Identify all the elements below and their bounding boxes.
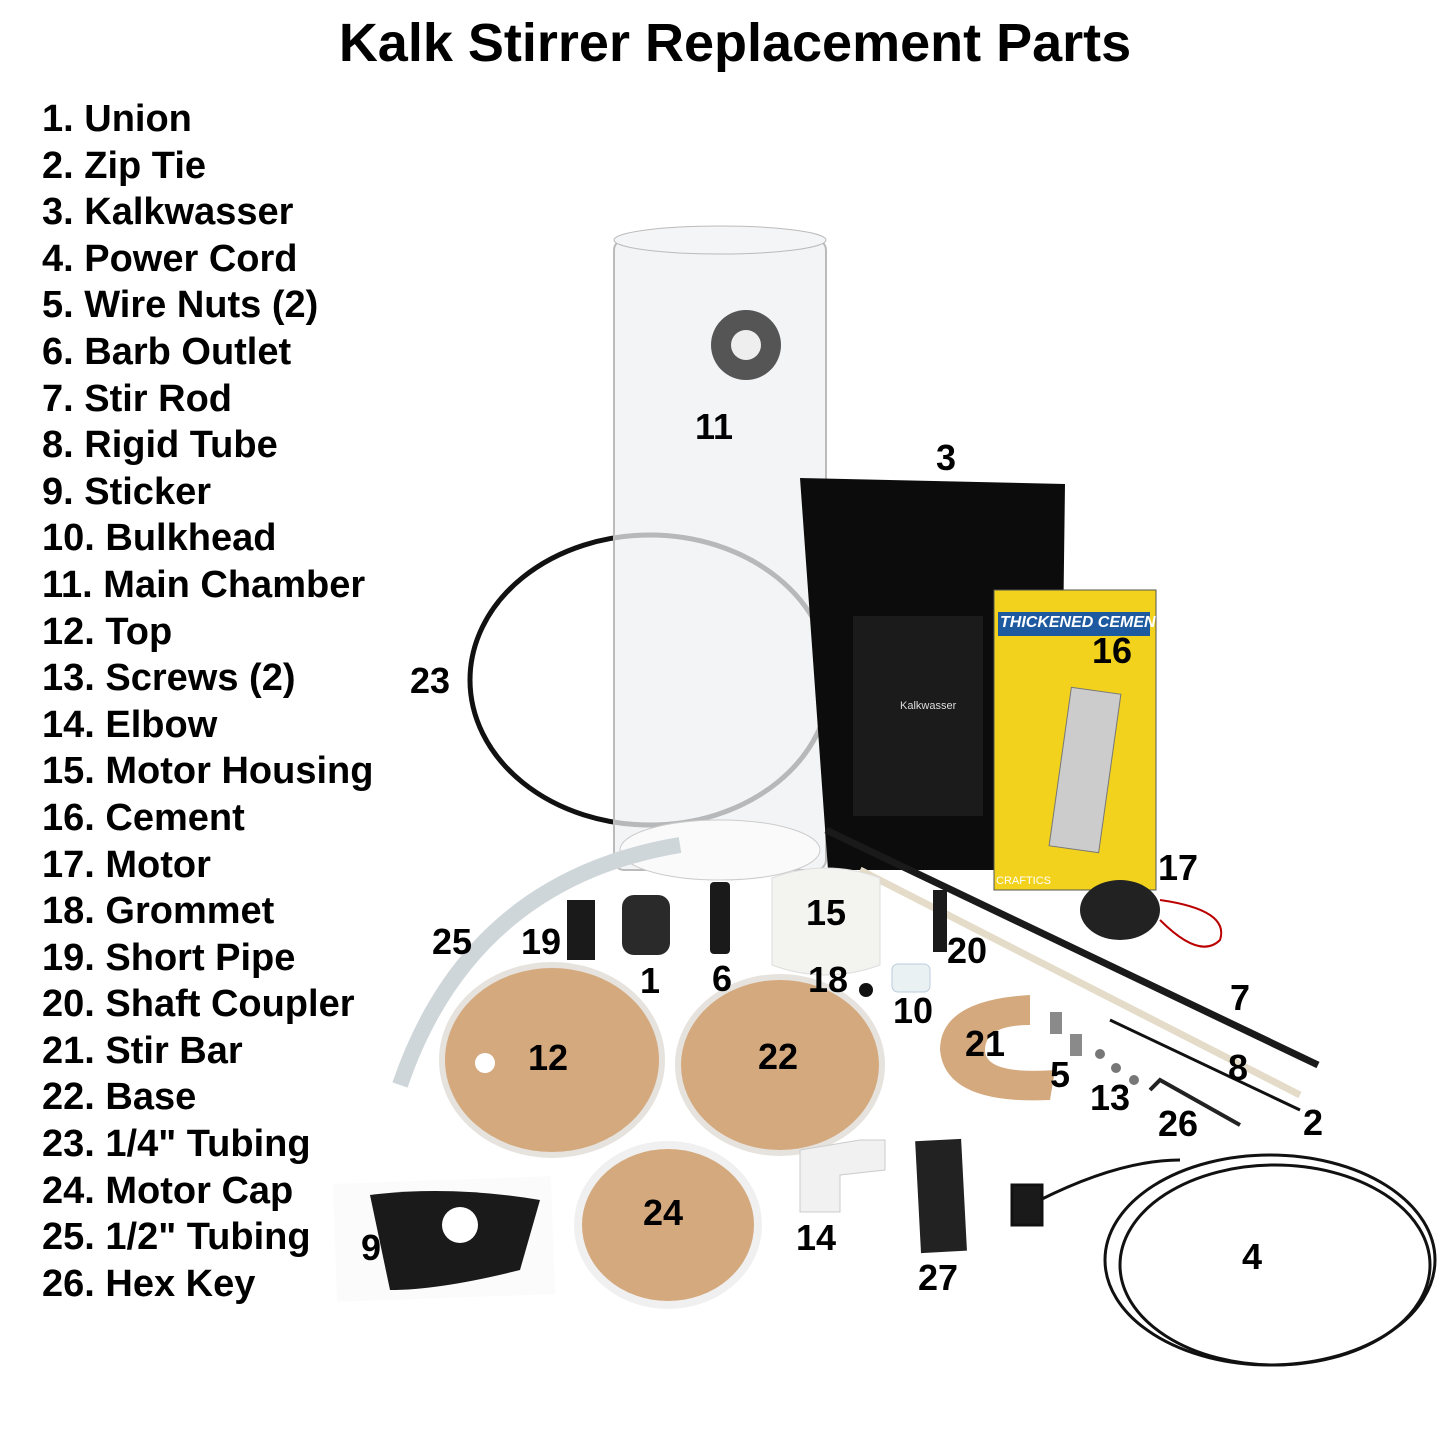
parts-list-item: 11. Main Chamber — [42, 563, 366, 606]
callout-4: 4 — [1241, 1236, 1263, 1277]
callout-1: 1 — [639, 960, 661, 1001]
callout-6: 6 — [711, 958, 733, 999]
grommet — [859, 983, 873, 997]
parts-list-item: 19. Short Pipe — [42, 936, 296, 979]
parts-list-item: 4. Power Cord — [42, 237, 298, 280]
parts-list-item: 1. Union — [42, 98, 192, 140]
callout-2: 2 — [1302, 1102, 1324, 1143]
parts-list-item: 15. Motor Housing — [42, 750, 374, 793]
motor — [1080, 880, 1223, 948]
callout-27: 27 — [917, 1257, 959, 1298]
callout-3: 3 — [935, 437, 957, 478]
union — [622, 895, 670, 955]
callout-10: 10 — [892, 990, 934, 1031]
parts-list-item: 16. Cement — [42, 796, 245, 839]
parts-list-item: 6. Barb Outlet — [42, 330, 292, 373]
callout-8: 8 — [1227, 1047, 1249, 1088]
main-chamber — [613, 225, 827, 881]
cement-number: 16 — [1092, 630, 1133, 671]
stir-rod — [824, 826, 1320, 1069]
parts-list-item: 12. Top — [42, 610, 173, 653]
sponge — [915, 1138, 967, 1254]
parts-list-item: 13. Screws (2) — [42, 657, 296, 700]
parts-list-item: 8. Rigid Tube — [42, 424, 278, 467]
parts-list-item: 5. Wire Nuts (2) — [42, 284, 319, 327]
callout-21: 21 — [964, 1023, 1006, 1064]
parts-list-item: 25. 1/2" Tubing — [42, 1216, 311, 1259]
half-inch-tubing — [392, 837, 682, 1088]
cement-brand: CRAFTICS — [996, 875, 1051, 887]
callout-17: 17 — [1157, 847, 1199, 888]
parts-list-item: 21. Stir Bar — [42, 1029, 243, 1072]
parts-list-item: 23. 1/4" Tubing — [42, 1123, 311, 1166]
callout-5: 5 — [1049, 1054, 1071, 1095]
parts-list-item: 3. Kalkwasser — [42, 191, 294, 234]
stir-bar — [940, 995, 1055, 1101]
page-title: Kalk Stirrer Replacement Parts — [338, 13, 1132, 73]
callout-9: 9 — [360, 1227, 382, 1268]
short-pipe — [567, 900, 595, 960]
motor-cap — [574, 1141, 762, 1309]
callout-22: 22 — [757, 1036, 799, 1077]
parts-list-item: 9. Sticker — [42, 470, 211, 513]
shaft-coupler — [933, 890, 947, 952]
power-cord — [1010, 1153, 1437, 1367]
parts-list-item: 18. Grommet — [42, 890, 275, 933]
parts-list-item: 24. Motor Cap — [42, 1169, 294, 1212]
bag-label: Kalkwasser — [900, 700, 957, 712]
parts-list-item: 10. Bulkhead — [42, 517, 277, 560]
cement-title: THICKENED CEMENT — [1000, 614, 1166, 631]
callout-26: 26 — [1157, 1103, 1199, 1144]
callout-24: 24 — [642, 1192, 684, 1233]
callout-14: 14 — [795, 1217, 837, 1258]
callout-25: 25 — [431, 921, 473, 962]
base-disc — [675, 974, 885, 1156]
top-disc — [439, 962, 665, 1158]
parts-list-item: 2. Zip Tie — [42, 144, 207, 187]
hex-key — [1148, 1077, 1241, 1127]
parts-list-item: 22. Base — [42, 1076, 197, 1119]
callout-15: 15 — [805, 892, 847, 933]
parts-list-item: 7. Stir Rod — [42, 377, 233, 420]
barb-outlet — [710, 882, 730, 954]
cement-package — [993, 589, 1157, 891]
callout-18: 18 — [807, 959, 849, 1000]
callout-19: 19 — [520, 921, 562, 962]
elbow — [799, 1139, 886, 1213]
callout-23: 23 — [409, 660, 451, 701]
parts-list-item: 14. Elbow — [42, 703, 218, 746]
callout-11: 11 — [694, 406, 734, 447]
parts-list-item: 20. Shaft Coupler — [42, 983, 355, 1026]
screws — [1095, 1049, 1139, 1085]
callout-13: 13 — [1089, 1077, 1131, 1118]
callout-7: 7 — [1229, 977, 1251, 1018]
bulkhead — [891, 963, 931, 993]
motor-housing — [771, 867, 881, 976]
sticker — [332, 1176, 555, 1302]
parts-list-item: 17. Motor — [42, 843, 211, 886]
parts-list-item: 26. Hex Key — [42, 1262, 256, 1305]
wire-nuts — [1050, 1012, 1082, 1056]
callout-12: 12 — [527, 1037, 569, 1078]
callout-20: 20 — [946, 930, 988, 971]
zip-tie — [1109, 1018, 1301, 1112]
